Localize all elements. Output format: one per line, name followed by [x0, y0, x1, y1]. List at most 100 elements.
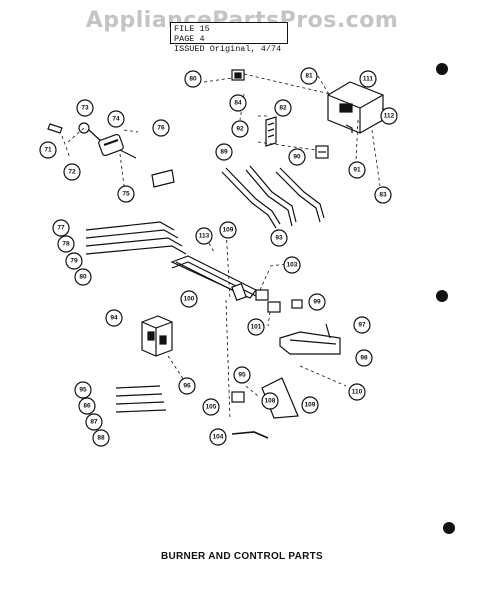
parts-85-88-wires — [115, 385, 167, 413]
callout-78 — [57, 235, 75, 253]
callout-107 — [233, 366, 251, 384]
callout-number: 87 — [90, 419, 98, 426]
callout-113 — [195, 227, 213, 245]
callout-number: 81 — [305, 73, 313, 80]
callout-104 — [209, 428, 227, 446]
callout-number: 92 — [236, 126, 244, 133]
stamp-page-line: PAGE 4 — [174, 34, 205, 44]
callout-96-left — [78, 397, 96, 415]
callout-number: 100 — [184, 296, 195, 303]
binder-hole-top — [436, 63, 448, 75]
callout-75 — [117, 185, 135, 203]
callout-number: 89 — [220, 149, 228, 156]
diagram-caption: BURNER AND CONTROL PARTS — [160, 551, 323, 562]
callout-80-top — [184, 70, 202, 88]
callout-number: 79 — [70, 258, 78, 265]
callout-number: 110 — [352, 389, 363, 396]
callout-109-upper — [219, 221, 237, 239]
callout-91 — [348, 161, 366, 179]
stamp-issued-line: ISSUED Original, 4/74 — [174, 44, 282, 54]
callout-number: 104 — [213, 434, 224, 441]
callout-number: 111 — [363, 76, 374, 83]
callout-number: 97 — [358, 322, 366, 329]
callout-number: 80 — [189, 76, 197, 83]
callout-number: 103 — [287, 262, 298, 269]
callout-83 — [374, 186, 392, 204]
part-93-burner-tubes — [221, 165, 325, 229]
stamp-file-line: FILE 15 — [174, 24, 210, 34]
callout-87 — [85, 413, 103, 431]
part-99-fitting — [291, 299, 303, 309]
callout-99 — [308, 293, 326, 311]
callout-84 — [229, 94, 247, 112]
callout-number: 72 — [68, 169, 76, 176]
callout-76 — [152, 119, 170, 137]
callout-89 — [215, 143, 233, 161]
callout-90 — [288, 148, 306, 166]
callout-number: 108 — [265, 398, 276, 405]
callout-number: 93 — [275, 235, 283, 242]
callout-98 — [355, 349, 373, 367]
callout-number: 77 — [57, 225, 65, 232]
part-84-bracket — [231, 69, 245, 81]
callout-94 — [105, 309, 123, 327]
part-111-control-box — [327, 81, 384, 134]
callout-number: 82 — [279, 105, 287, 112]
binder-hole-middle — [436, 290, 448, 302]
part-107-clip — [231, 391, 245, 403]
callout-number: 113 — [199, 233, 210, 240]
part-100-manifold — [170, 255, 269, 302]
binder-hole-bottom — [443, 522, 455, 534]
callout-109-lower — [301, 396, 319, 414]
callout-number: 71 — [44, 147, 52, 154]
part-101-fitting — [267, 301, 281, 313]
callout-95 — [74, 381, 92, 399]
callout-number: 109 — [223, 227, 234, 234]
callout-number: 75 — [122, 191, 130, 198]
callout-79 — [65, 252, 83, 270]
callout-number: 78 — [62, 241, 70, 248]
callout-number: 95 — [238, 372, 246, 379]
part-74-valve — [78, 122, 137, 159]
part-104-lead — [231, 431, 269, 439]
callout-80-left — [74, 268, 92, 286]
part-75-plate — [151, 169, 175, 188]
callout-72 — [63, 163, 81, 181]
callout-number: 96 — [183, 383, 191, 390]
callout-81 — [300, 67, 318, 85]
callout-number: 105 — [206, 404, 217, 411]
callout-number: 76 — [157, 125, 165, 132]
callout-74 — [107, 110, 125, 128]
callout-93 — [270, 229, 288, 247]
callout-number: 112 — [384, 113, 395, 120]
callout-number: 94 — [110, 315, 118, 322]
callout-88 — [92, 429, 110, 447]
part-90-switch — [315, 145, 329, 159]
revision-stamp: FILE 15 PAGE 4 ISSUED Original, 4/74 — [170, 22, 288, 54]
leader-lines — [61, 73, 387, 421]
part-97-bracket — [279, 323, 341, 355]
callout-110 — [348, 383, 366, 401]
callout-111 — [359, 70, 377, 88]
part-71-clip — [47, 123, 63, 134]
callout-108 — [261, 392, 279, 410]
callout-71 — [39, 141, 57, 159]
callout-92 — [231, 120, 249, 138]
callout-number: 109 — [305, 402, 316, 409]
callout-82 — [274, 99, 292, 117]
callout-97 — [353, 316, 371, 334]
part-94-thermostat — [141, 315, 173, 357]
callout-105 — [202, 398, 220, 416]
callout-number: 73 — [81, 105, 89, 112]
callout-112 — [380, 107, 398, 125]
callout-100 — [180, 290, 198, 308]
callout-73 — [76, 99, 94, 117]
callout-number: 99 — [313, 299, 321, 306]
callout-number: 101 — [251, 324, 262, 331]
callout-number: 80 — [79, 274, 87, 281]
callout-number: 90 — [293, 154, 301, 161]
callout-77 — [52, 219, 70, 237]
callout-number: 83 — [379, 192, 387, 199]
callout-96 — [178, 377, 196, 395]
